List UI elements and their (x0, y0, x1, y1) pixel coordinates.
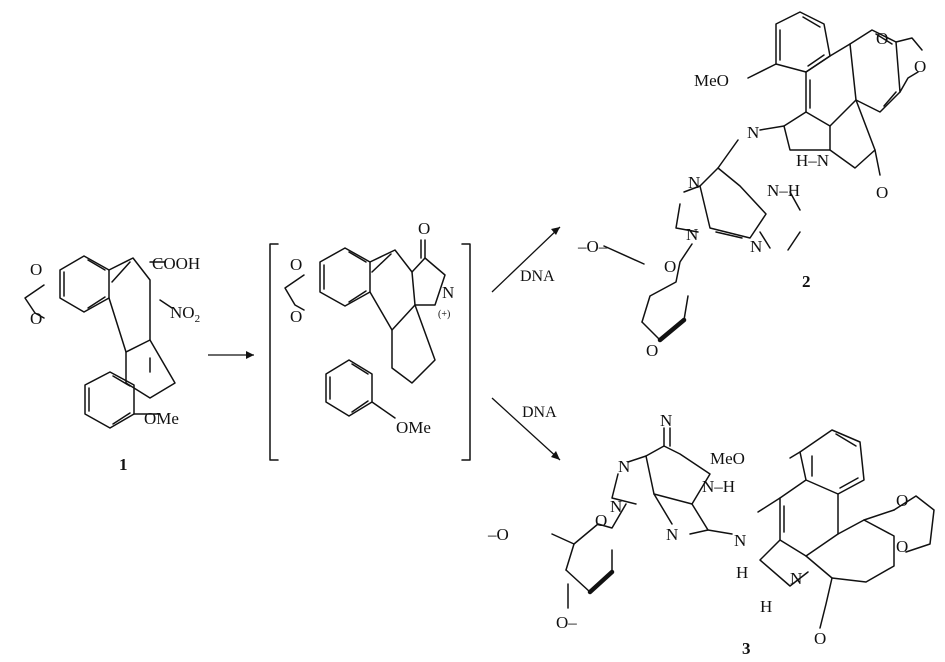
compound-2-structure (603, 11, 923, 343)
intermediate-bracket-right (461, 243, 471, 461)
reagent-upper-label: DNA (520, 268, 555, 285)
compound-2-ring-o: O (664, 257, 676, 276)
compound-3-o-lower: O (896, 537, 908, 556)
compound-3-n3: N (666, 525, 678, 544)
compound-2-number: 2 (802, 272, 811, 291)
compound-3-o5: –O (487, 525, 509, 544)
compound-3-lactam-n: N (790, 569, 802, 588)
compound-3-imine-n: N (660, 411, 672, 430)
reaction-arrow-lower-head (551, 451, 560, 460)
intermediate-ome-label: OMe (396, 418, 431, 437)
compound-3-o3: O– (556, 613, 577, 632)
compound-1-nitro-label: NO2 (170, 303, 200, 325)
compound-1-o-lower: O (30, 309, 42, 328)
intermediate-o-upper: O (290, 255, 302, 274)
reaction-arrow-lower (491, 397, 561, 461)
compound-3-meo-label: MeO (710, 449, 745, 468)
compound-3-link-n: N (734, 531, 746, 550)
compound-3-o-upper: O (896, 491, 908, 510)
compound-2-o-lower: O (914, 57, 926, 76)
compound-2-n7: N (688, 173, 700, 192)
intermediate-o-lower: O (290, 307, 302, 326)
compound-3-oxo: O (814, 629, 826, 648)
compound-3-number: 3 (742, 639, 751, 658)
compound-2-sugar-o5: –O– (577, 237, 608, 256)
intermediate-n: N (442, 283, 454, 302)
intermediate-charge: (+) (438, 309, 450, 320)
compound-3-link-h: H (736, 563, 748, 582)
compound-2-o3: O (646, 341, 658, 360)
intermediate-bracket-left (269, 243, 279, 461)
compound-2-o-upper: O (876, 29, 888, 48)
compound-1-number: 1 (119, 455, 128, 474)
compound-3-lactam-h: H (760, 597, 772, 616)
compound-1-structure (24, 255, 176, 429)
compound-1-o-upper: O (30, 260, 42, 279)
reaction-arrow-1-head (246, 351, 254, 359)
compound-2-n3: N (750, 237, 762, 256)
compound-2-meo-label: MeO (694, 71, 729, 90)
compound-2-lactam-hn: H–N (796, 151, 829, 170)
compound-3-n7: N (618, 457, 630, 476)
compound-3-n1h: N–H (702, 477, 735, 496)
compound-2-n1h: N–H (767, 181, 800, 200)
intermediate-structure (284, 239, 446, 419)
compound-1-cooh-label: COOH (152, 254, 200, 273)
compound-3-ring-o: O (595, 511, 607, 530)
reaction-arrow-upper (491, 226, 561, 293)
compound-3-structure (551, 427, 935, 629)
compound-2-n9: N (686, 225, 698, 244)
intermediate-oxo: O (418, 219, 430, 238)
compound-3-n9: N (610, 497, 622, 516)
compound-1-ome-label: OMe (144, 409, 179, 428)
reaction-arrow-upper-head (551, 227, 560, 235)
compound-2-oxo: O (876, 183, 888, 202)
reagent-lower-label: DNA (522, 404, 557, 421)
compound-2-link-n: N (747, 123, 759, 142)
